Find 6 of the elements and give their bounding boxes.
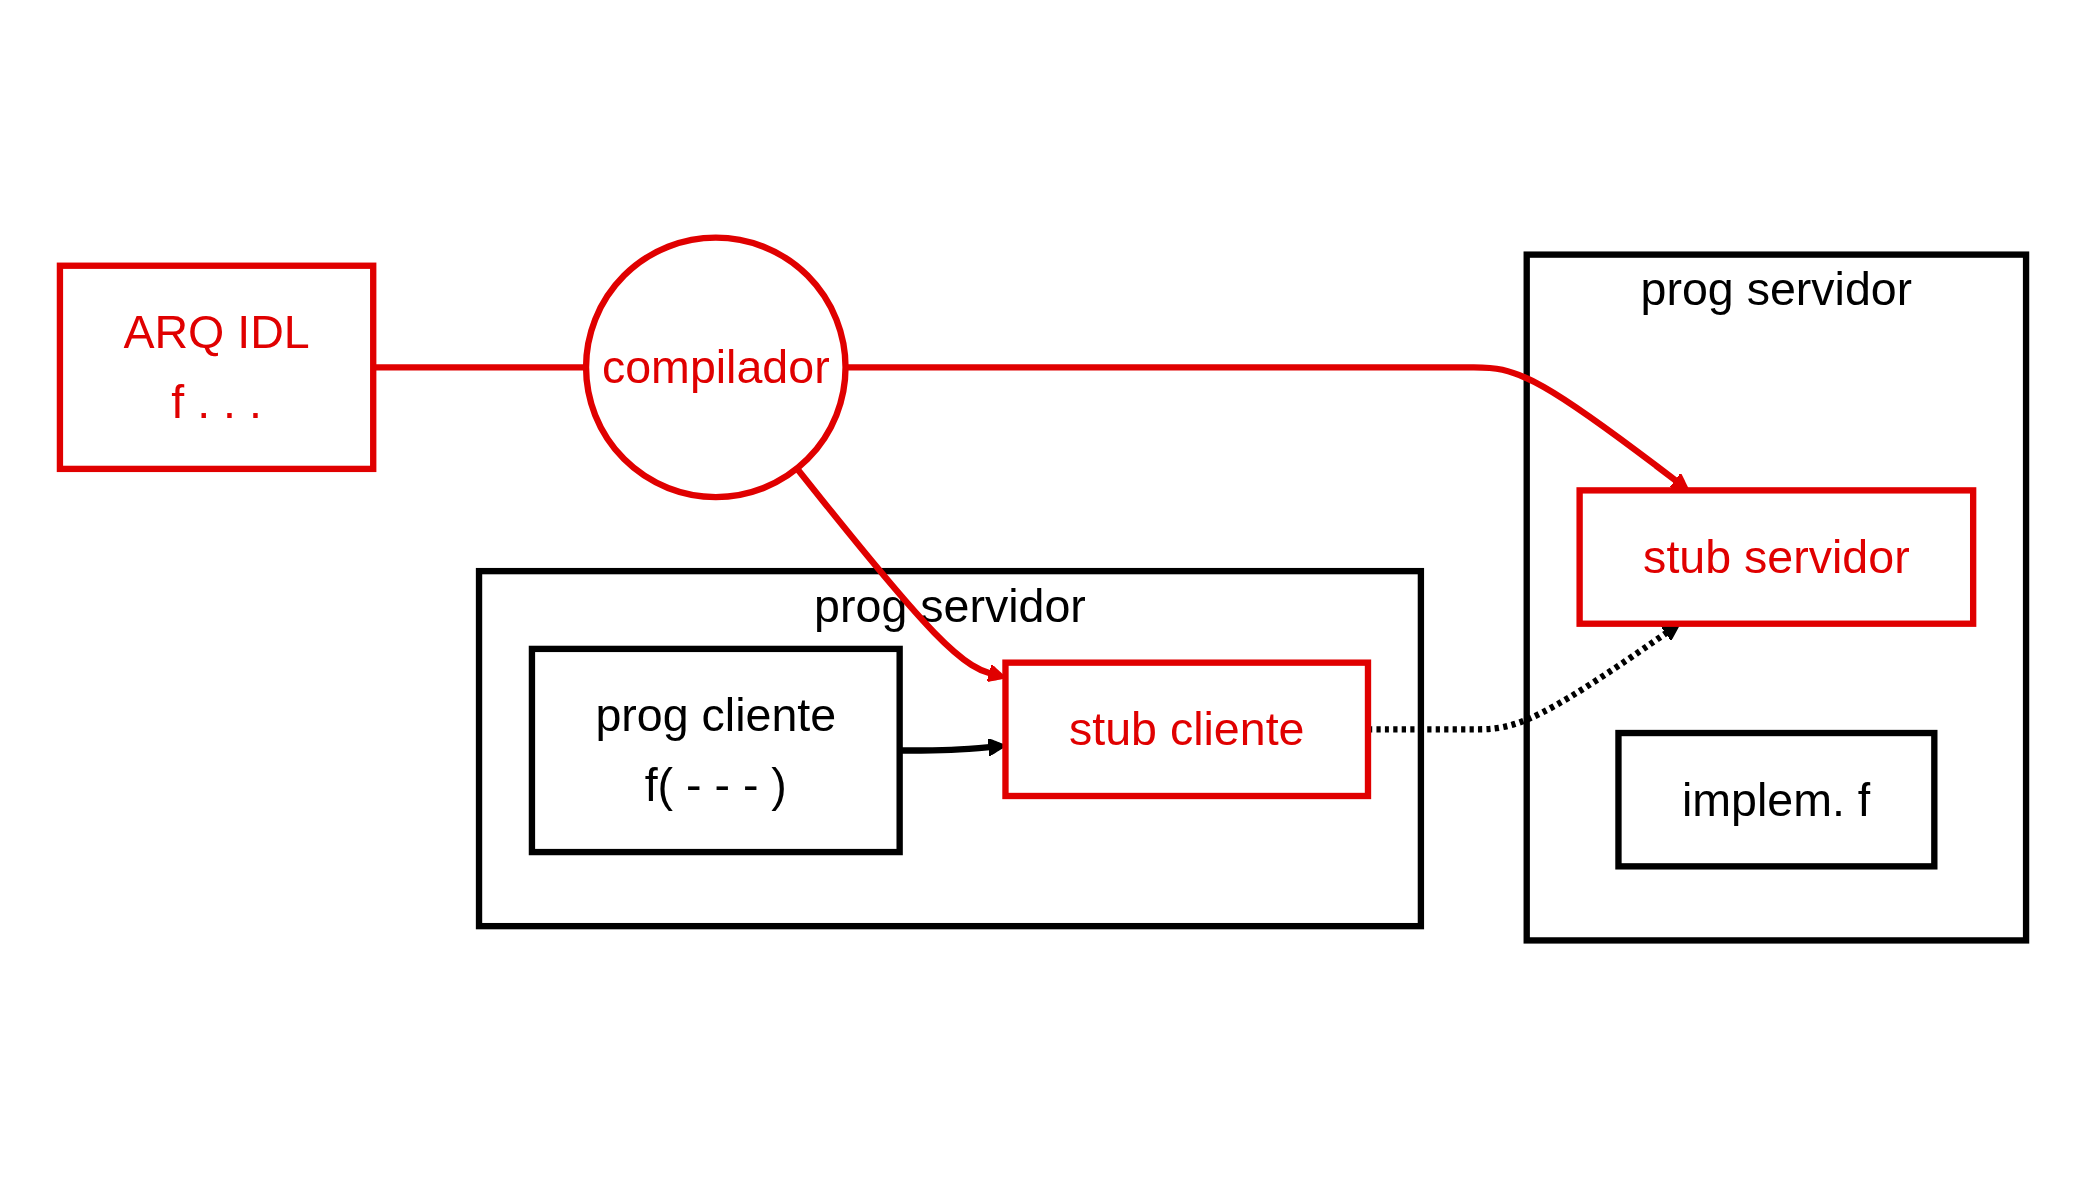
node-box: ARQ IDL f . . . xyxy=(56,262,376,472)
node-box: stub servidor xyxy=(1575,486,1976,627)
node-box: prog cliente f( - - - ) xyxy=(528,645,903,855)
node-box: stub cliente xyxy=(1001,659,1371,799)
node-box: implem. f xyxy=(1614,729,1937,870)
node-circle: compilador xyxy=(582,233,849,500)
